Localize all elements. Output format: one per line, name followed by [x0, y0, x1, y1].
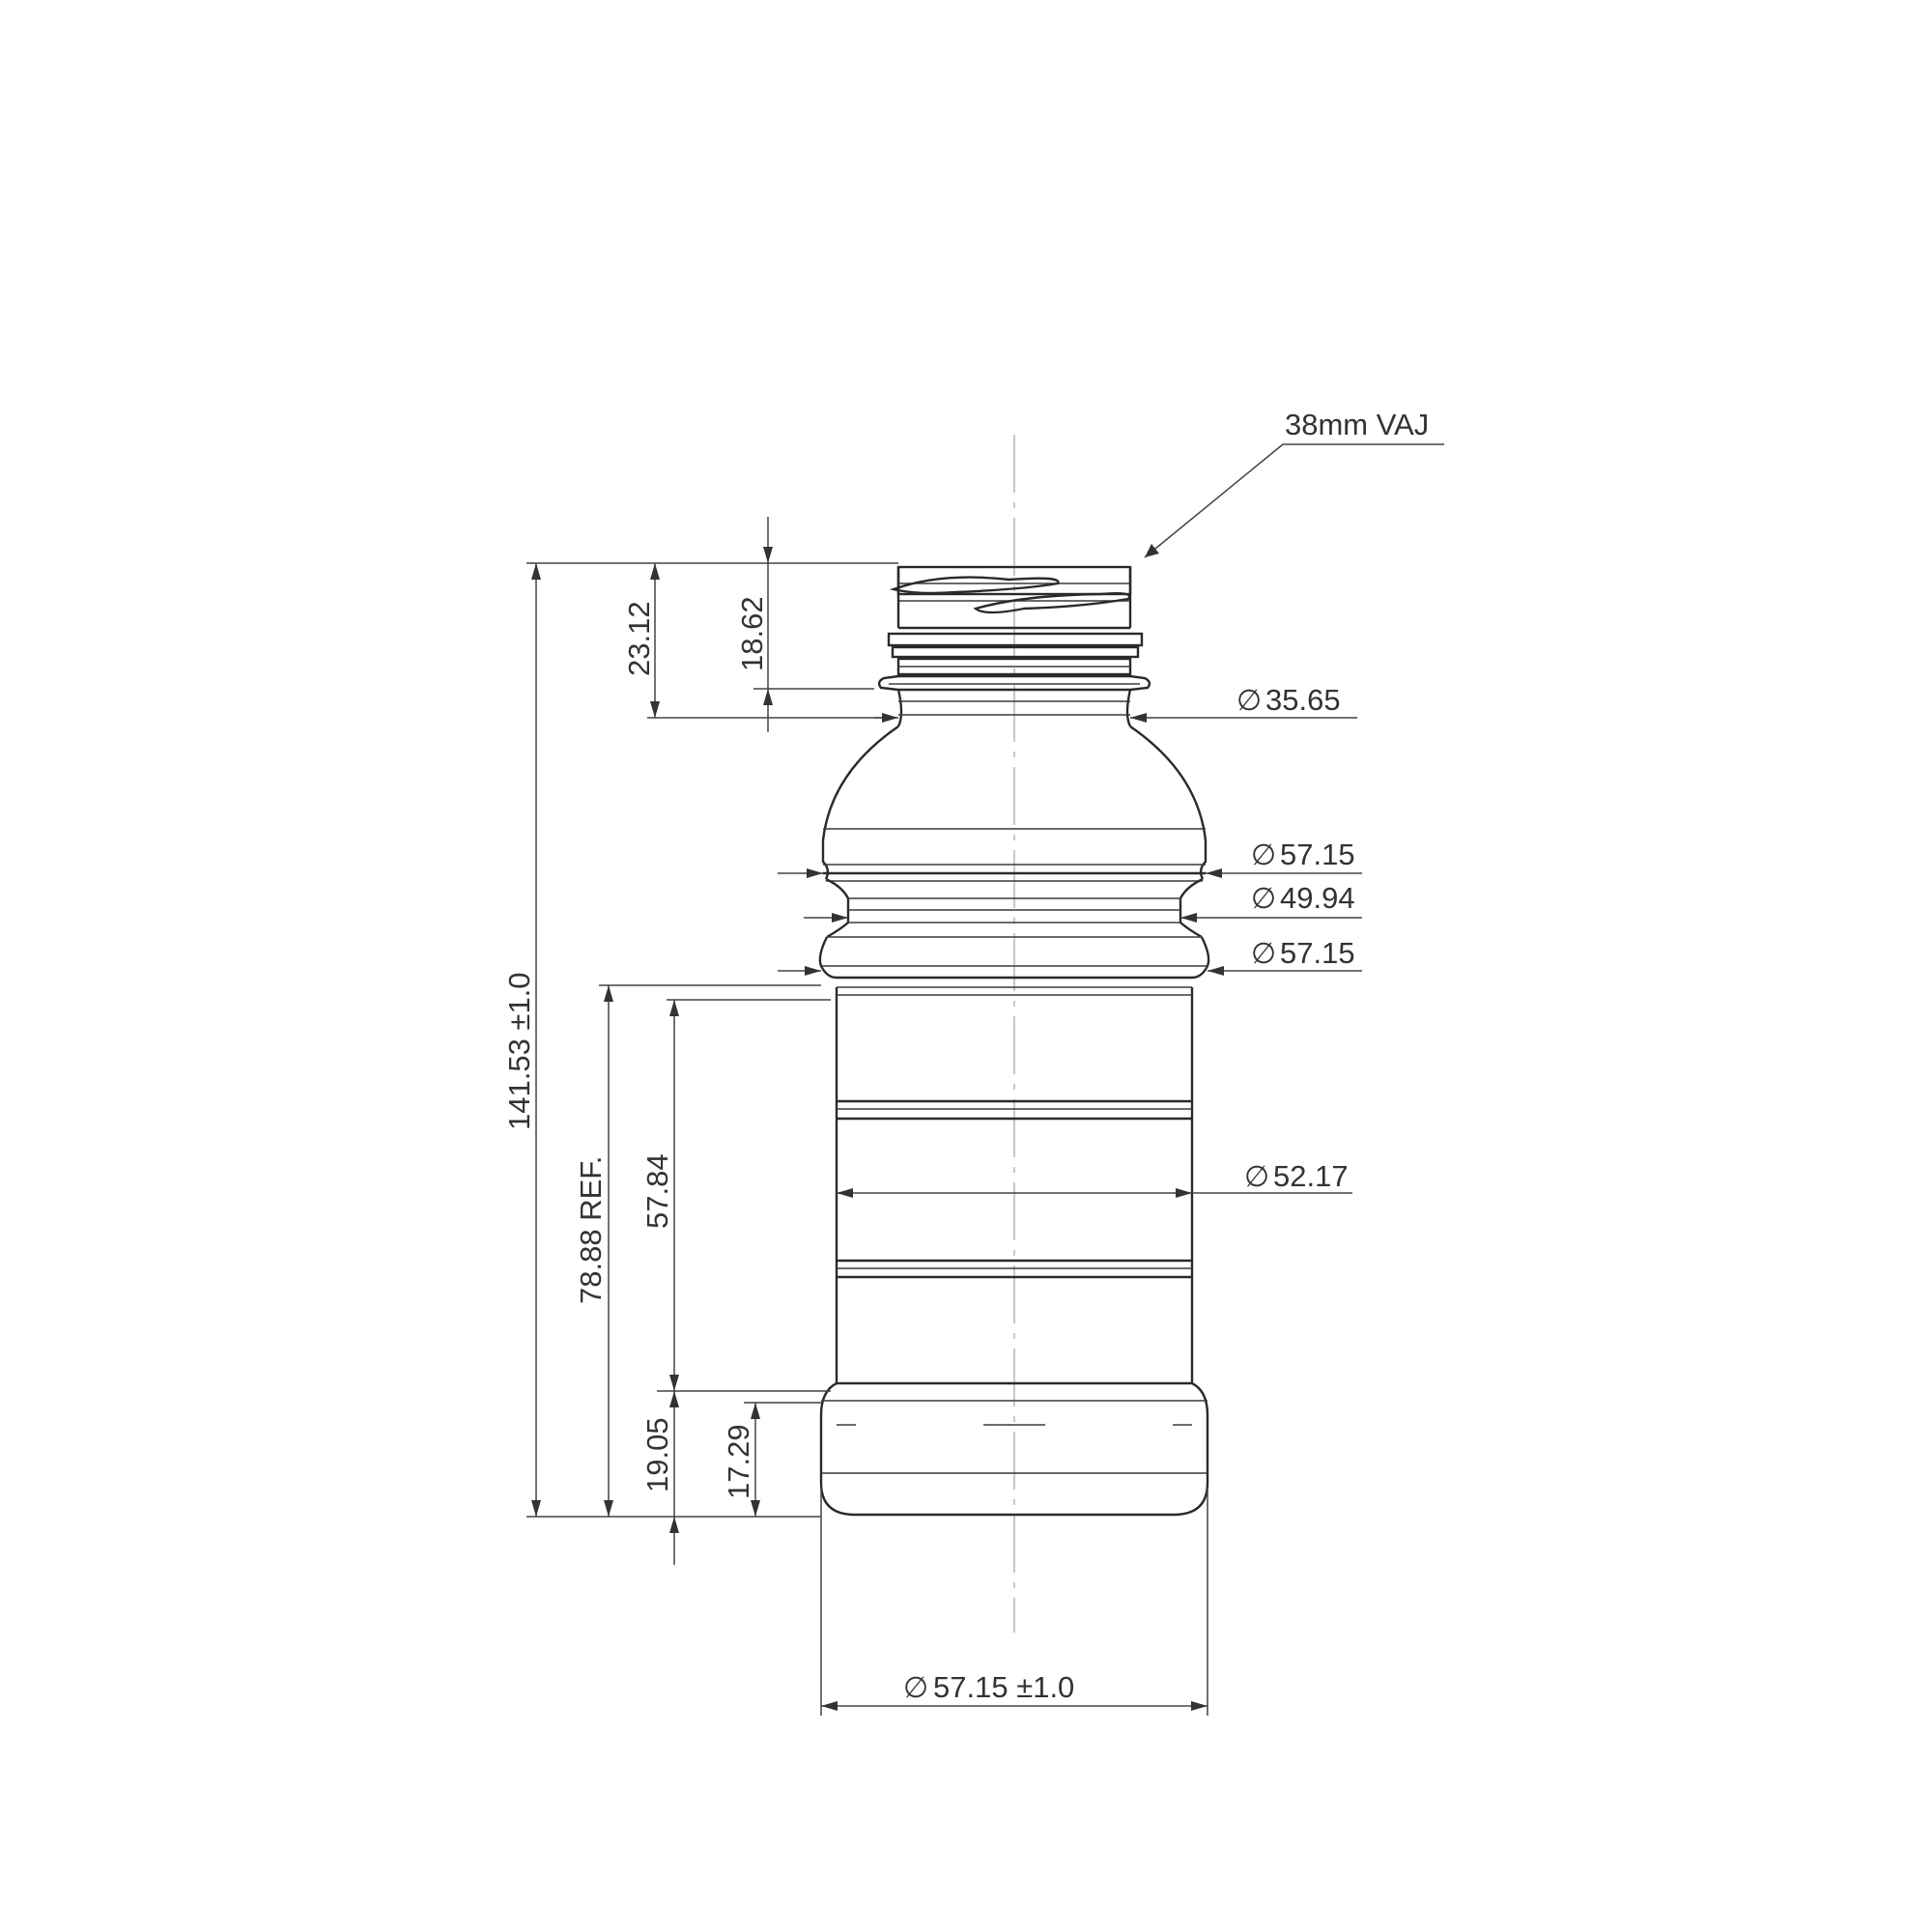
label-panel-label: 57.84 — [640, 1153, 674, 1229]
finish-callout-label: 38mm VAJ — [1285, 408, 1429, 441]
dim-shoulder-diameter-upper: ∅ 57.15 — [778, 838, 1362, 878]
base-band-label: 17.29 — [722, 1424, 755, 1499]
base-diameter-label: 57.15 ±1.0 — [933, 1670, 1074, 1704]
neck-diameter-label: 35.65 — [1265, 683, 1341, 717]
diameter-symbol: ∅ — [1236, 684, 1262, 718]
shoulder-diameter-lower-label: 57.15 — [1280, 936, 1355, 970]
shoulder-diameter-upper-label: 57.15 — [1280, 838, 1355, 871]
dim-waist-diameter: ∅ 49.94 — [804, 881, 1362, 923]
dim-base-band: 17.29 — [722, 1403, 760, 1517]
dim-neck-height: 23.12 — [622, 563, 660, 718]
diameter-symbol: ∅ — [1251, 882, 1276, 916]
base-height-label: 19.05 — [640, 1417, 674, 1492]
dim-label-panel: 57.84 — [640, 1000, 679, 1391]
dim-base-height: 19.05 — [640, 1391, 679, 1565]
neck-height-label: 23.12 — [622, 601, 656, 676]
diameter-symbol: ∅ — [1244, 1160, 1269, 1194]
body-ref-label: 78.88 REF. — [574, 1156, 608, 1304]
dim-overall-height: 141.53 ±1.0 — [502, 563, 541, 1517]
waist-diameter-label: 49.94 — [1280, 881, 1355, 915]
diameter-symbol: ∅ — [1251, 838, 1276, 872]
panel-diameter-label: 52.17 — [1273, 1159, 1349, 1193]
diameter-symbol: ∅ — [1251, 937, 1276, 971]
extension-lines — [526, 562, 1208, 1716]
dim-base-diameter: ∅ 57.15 ±1.0 — [821, 1670, 1208, 1711]
dim-neck-diameter: ∅ 35.65 — [874, 683, 1357, 723]
finish-height-label: 18.62 — [735, 596, 769, 671]
dim-panel-diameter: ∅ 52.17 — [837, 1159, 1352, 1198]
overall-height-label: 141.53 ±1.0 — [502, 972, 536, 1130]
dim-shoulder-diameter-lower: ∅ 57.15 — [778, 936, 1362, 976]
finish-callout: 38mm VAJ — [1144, 408, 1444, 558]
dim-body-ref: 78.88 REF. — [574, 985, 613, 1517]
dim-finish-height: 18.62 — [735, 517, 773, 732]
diameter-symbol: ∅ — [903, 1671, 928, 1705]
bottle-outline — [818, 565, 1210, 1517]
